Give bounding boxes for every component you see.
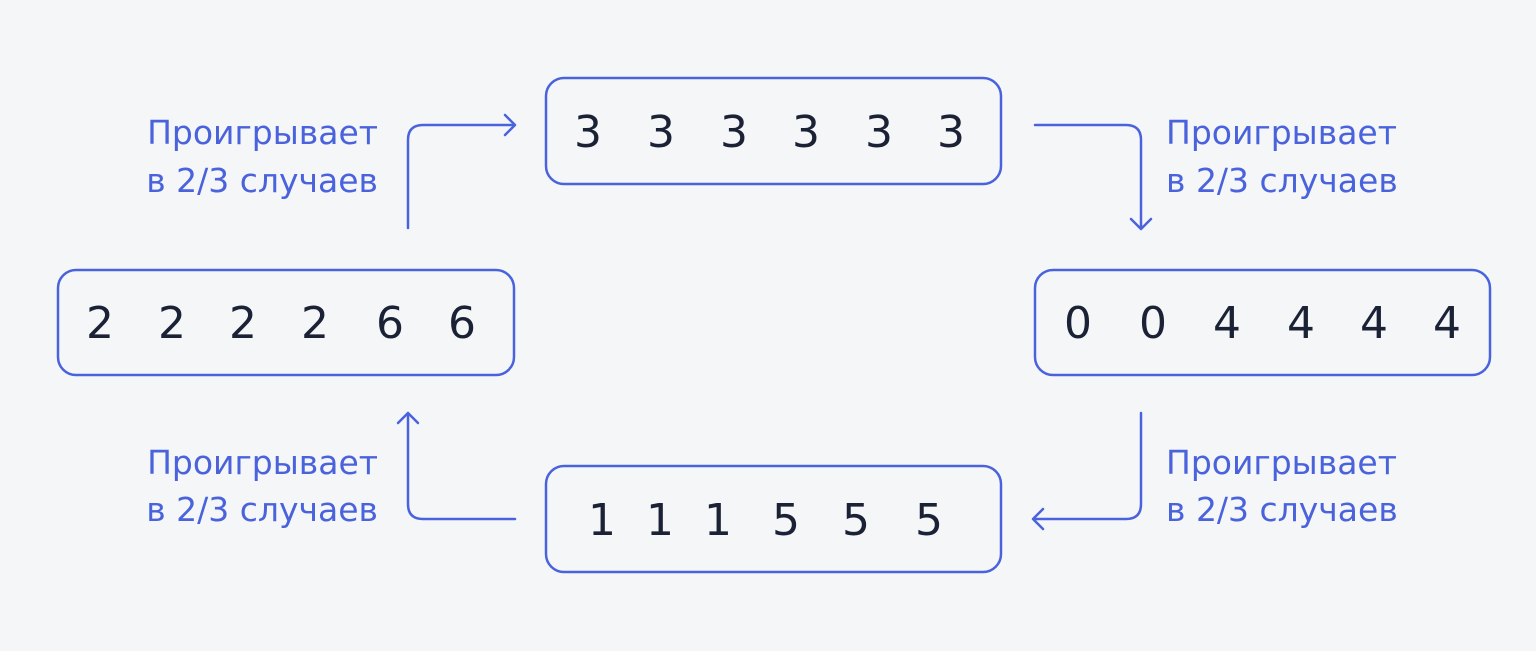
die-bottom-face: 1 (588, 495, 616, 546)
die-top-face: 3 (792, 107, 820, 158)
die-bottom-face: 5 (772, 495, 800, 546)
arrow-top-to-right-head (1129, 217, 1153, 231)
caption-bottom-left: Проигрывает в 2/3 случаев (146, 443, 378, 529)
caption-bottom-left-line2: в 2/3 случаев (146, 490, 378, 529)
die-right: 0 0 4 4 4 4 (1033, 268, 1492, 377)
caption-top-left-line1: Проигрывает (147, 113, 378, 152)
caption-top-left: Проигрывает в 2/3 случаев (146, 113, 378, 200)
die-bottom-face: 5 (915, 495, 943, 546)
die-top-box (544, 76, 1003, 186)
die-left-box (56, 268, 516, 377)
die-left-face: 2 (86, 298, 114, 349)
die-right-face: 4 (1433, 298, 1461, 349)
caption-top-right-line2: в 2/3 случаев (1166, 161, 1398, 200)
caption-bottom-right-line1: Проигрывает (1166, 443, 1397, 482)
die-right-face: 4 (1360, 298, 1388, 349)
arrow-left-to-top-line (406, 123, 514, 230)
die-bottom-face: 1 (646, 495, 674, 546)
arrow-bottom-to-left-head (396, 411, 420, 425)
die-bottom-box (544, 464, 1003, 574)
die-top-face: 3 (937, 107, 965, 158)
arrow-bottom-to-left (396, 411, 517, 521)
die-bottom-face: 5 (842, 495, 870, 546)
caption-bottom-right-line2: в 2/3 случаев (1166, 490, 1398, 529)
die-left-face: 2 (158, 298, 186, 349)
die-left-face: 2 (229, 298, 257, 349)
die-right-face: 0 (1139, 298, 1167, 349)
arrow-top-to-right-line (1033, 123, 1143, 228)
arrow-right-to-bottom-line (1034, 411, 1143, 521)
arrow-top-to-right (1033, 123, 1153, 231)
die-left: 2 2 2 2 6 6 (56, 268, 516, 377)
die-right-box (1033, 268, 1492, 377)
arrow-bottom-to-left-line (406, 414, 517, 521)
die-right-face: 4 (1213, 298, 1241, 349)
die-bottom: 1 1 1 5 5 5 (544, 464, 1003, 574)
die-right-face: 0 (1064, 298, 1092, 349)
die-top-face: 3 (720, 107, 748, 158)
die-top-face: 3 (865, 107, 893, 158)
caption-top-right: Проигрывает в 2/3 случаев (1166, 113, 1398, 200)
die-left-face: 2 (301, 298, 329, 349)
arrow-left-to-top-head (503, 113, 517, 137)
die-top-face: 3 (647, 107, 675, 158)
arrow-right-to-bottom-head (1031, 507, 1045, 531)
die-top: 3 3 3 3 3 3 (544, 76, 1003, 186)
caption-bottom-left-line1: Проигрывает (147, 443, 378, 482)
caption-top-left-line2: в 2/3 случаев (146, 161, 378, 200)
arrow-left-to-top (406, 113, 517, 230)
arrow-right-to-bottom (1031, 411, 1143, 531)
caption-top-right-line1: Проигрывает (1166, 113, 1397, 152)
die-left-face: 6 (448, 298, 476, 349)
die-left-face: 6 (376, 298, 404, 349)
caption-bottom-right: Проигрывает в 2/3 случаев (1166, 443, 1398, 529)
die-top-face: 3 (574, 107, 602, 158)
die-right-face: 4 (1287, 298, 1315, 349)
die-bottom-face: 1 (704, 495, 732, 546)
